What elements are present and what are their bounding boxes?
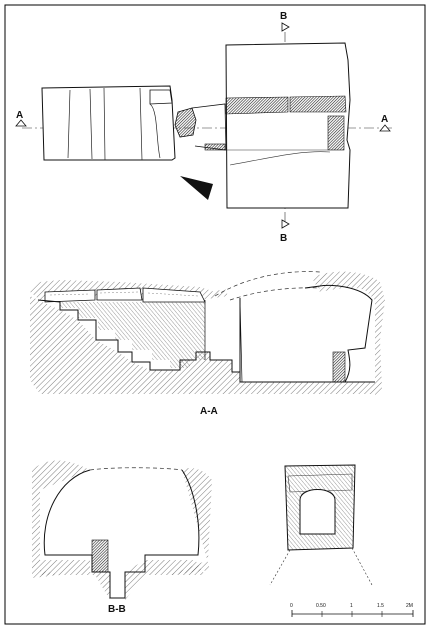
front-elevation xyxy=(269,464,373,586)
bb-ground-bottom xyxy=(40,560,205,600)
chamber-outline xyxy=(225,42,351,209)
dromos-inner-curve xyxy=(149,103,161,159)
bb-label: B-B xyxy=(108,604,126,615)
aa-chamber-outline xyxy=(239,284,373,383)
aa-chamber-walls xyxy=(204,299,243,383)
passage-sill xyxy=(204,143,226,151)
elevation-opening xyxy=(299,489,336,535)
aa-ground-below xyxy=(30,296,375,394)
entrance-stone xyxy=(174,107,197,138)
label-a-right: A xyxy=(381,114,388,125)
bb-chamber-outline xyxy=(43,469,200,599)
dromos-steps xyxy=(67,87,143,161)
scale-bar: 0 0.50 1 1.5 2M xyxy=(290,603,414,617)
chamber-niche xyxy=(327,115,345,151)
aa-niche-block xyxy=(332,351,346,383)
scale-label-3: 1.5 xyxy=(377,603,384,609)
passage xyxy=(191,103,227,151)
sheet-border xyxy=(4,4,426,625)
aa-label: A-A xyxy=(200,406,218,417)
marker-a-right-icon xyxy=(379,124,391,132)
lintel-block-2 xyxy=(289,95,347,113)
label-b-bottom: B xyxy=(280,233,287,244)
aa-slab-texture xyxy=(49,291,199,297)
chamber-inner-lines xyxy=(226,149,331,166)
elevation-lintel xyxy=(287,473,353,493)
bb-dome-dashed xyxy=(89,467,183,471)
section-aa: A-A xyxy=(28,271,385,417)
elevation-perspective xyxy=(269,547,373,586)
scale-label-0: 0 xyxy=(290,603,293,609)
scale-label-4: 2M xyxy=(406,603,413,609)
label-a-left: A xyxy=(16,110,23,121)
marker-b-top-icon xyxy=(281,22,290,32)
marker-a-left-icon xyxy=(15,119,27,127)
aa-roof-dashed xyxy=(214,271,321,301)
aa-ground-right xyxy=(312,271,385,395)
plan-view: A A B B xyxy=(15,11,392,244)
aa-cover-slabs xyxy=(44,287,206,303)
label-b-top: B xyxy=(280,11,287,22)
dromos-block xyxy=(149,89,173,105)
section-bb: B-B xyxy=(32,460,212,615)
aa-dromos-fill xyxy=(60,302,205,368)
bb-ground-right xyxy=(170,468,212,575)
marker-b-bottom-icon xyxy=(281,219,290,229)
north-arrow-icon xyxy=(180,176,213,200)
scale-label-1: 0.50 xyxy=(316,603,326,609)
lintel-block-1 xyxy=(225,96,289,115)
bb-niche-block xyxy=(91,539,109,573)
scale-label-2: 1 xyxy=(350,603,353,609)
